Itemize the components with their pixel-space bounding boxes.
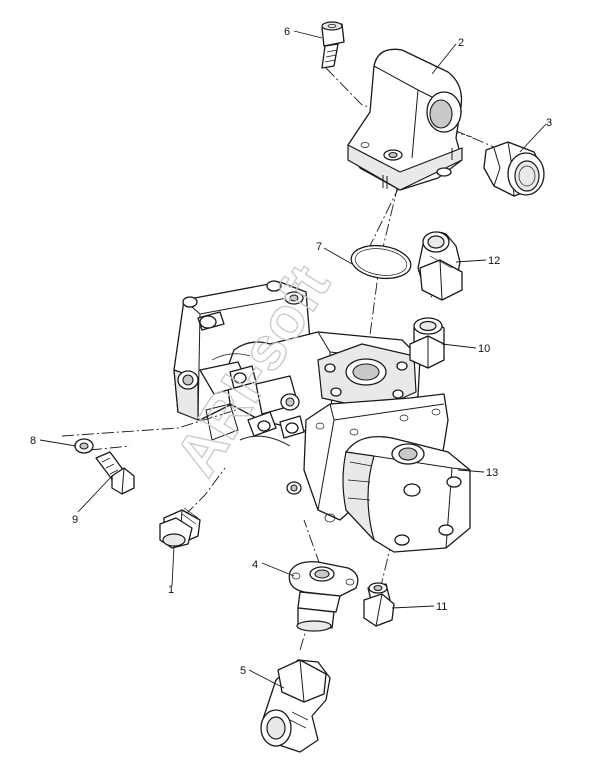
callout-7: 7 [316,241,322,253]
callout-4: 4 [252,559,258,571]
leader-lines [39,30,547,689]
part-6-cap-screw[interactable] [321,21,345,69]
part-5-elbow-fitting[interactable] [260,659,331,753]
part-12-elbow-fitting[interactable] [417,231,463,301]
part-8-washer[interactable] [74,438,94,454]
part-10-straight-fitting[interactable] [409,317,445,369]
part-9-hex-bolt[interactable] [95,451,135,495]
callout-11: 11 [436,601,447,613]
part-1-plug-fitting[interactable] [159,507,201,549]
callout-8: 8 [30,435,36,447]
part-4-flange-adapter[interactable] [288,561,359,632]
callout-12: 12 [488,255,500,267]
callout-6: 6 [284,26,290,38]
part-7-o-ring[interactable] [349,242,413,282]
callout-5: 5 [240,665,246,677]
callout-1: 1 [168,584,174,596]
callout-labels: 6 2 3 7 12 10 13 8 9 1 4 11 5 [30,26,552,677]
callout-10: 10 [478,343,490,355]
callout-9: 9 [72,514,78,526]
part-2-flange-block[interactable] [347,48,463,191]
callout-3: 3 [546,117,552,129]
part-3-fitting-nut[interactable] [483,141,545,197]
callout-2: 2 [458,37,464,49]
callout-13: 13 [486,467,498,479]
part-13-gear-pump[interactable] [342,435,471,553]
part-11-straight-fitting[interactable] [363,582,395,627]
